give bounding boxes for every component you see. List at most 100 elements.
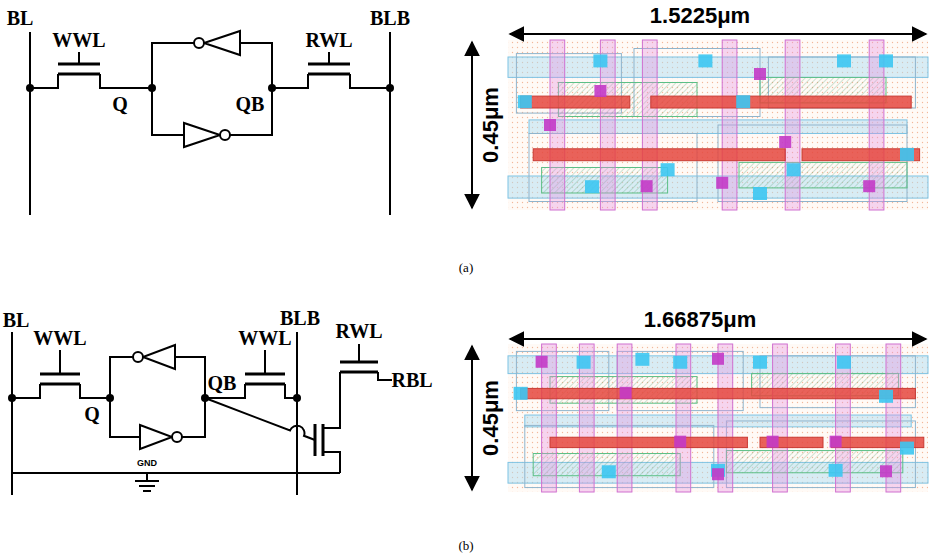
gate-wire (264, 350, 266, 374)
contact (661, 163, 675, 176)
contact (518, 95, 532, 108)
ground-label: GND (137, 458, 157, 468)
poly-bar (533, 149, 785, 161)
gate-wire (78, 52, 80, 64)
gate-wire (358, 344, 360, 362)
bitline-wire (296, 332, 298, 495)
contact (577, 356, 591, 369)
transistor-lead (378, 372, 392, 380)
inverter-symbol (140, 425, 172, 449)
signal-label: BLB (280, 307, 320, 330)
ground-wire (12, 472, 340, 474)
inverter-bubble (133, 352, 143, 362)
contact (900, 442, 914, 455)
poly-bar (521, 388, 916, 398)
contact (837, 54, 851, 67)
poly-bar (550, 437, 747, 447)
junction-dots-a (26, 84, 394, 92)
inverter-bubble (194, 38, 204, 48)
layout-a (508, 40, 928, 210)
signal-label: WWL (52, 29, 105, 52)
transistor-channel (40, 383, 80, 386)
contact (635, 353, 649, 366)
dimension-label: 0.45μm (478, 87, 504, 163)
dimension-arrow (471, 346, 473, 490)
ground-symbol (139, 485, 155, 487)
signal-label: RBL (391, 369, 432, 392)
via (544, 119, 556, 131)
inverter-bubble (172, 432, 182, 442)
signal-label: RWL (305, 29, 352, 52)
transistor-gate (314, 424, 317, 456)
gate-wire (328, 52, 330, 64)
junction-dot (293, 394, 301, 402)
signal-label: RWL (335, 320, 382, 343)
bitline-wire (11, 332, 13, 495)
node-label: Q (84, 403, 100, 426)
poly-bar (802, 149, 920, 161)
contact (673, 356, 687, 369)
via (830, 436, 842, 448)
poly-bar (651, 96, 911, 108)
junction-dot (26, 84, 34, 92)
transistor-channel (340, 371, 378, 374)
via (594, 85, 606, 97)
metal-strip (785, 40, 800, 210)
contact-group (514, 353, 914, 478)
node-label: QB (236, 93, 265, 116)
node-label: QB (208, 372, 237, 395)
transistor-lead (12, 384, 40, 398)
via (620, 387, 632, 399)
inverter-symbol (143, 345, 175, 369)
junction-dot (106, 394, 114, 402)
contact (602, 465, 616, 478)
transistor-lead (30, 74, 58, 88)
layout-ground (508, 344, 928, 492)
poly-bar (521, 96, 630, 108)
ground-symbol (146, 473, 148, 481)
layout-grid (508, 40, 928, 210)
poly-bar-group (521, 96, 920, 161)
subfigure-label: (b) (458, 538, 473, 554)
node-label: Q (112, 93, 128, 116)
signal-label: WWL (238, 327, 291, 350)
metal-strip-group (550, 40, 884, 210)
dimension-label: 0.45μm (478, 380, 504, 456)
well-outline-group (516, 49, 915, 202)
contact (514, 387, 528, 400)
dimension-label: 1.5225μm (650, 3, 750, 29)
via (779, 136, 791, 148)
junction-dot (201, 394, 209, 402)
contact (837, 356, 851, 369)
contact (736, 95, 750, 108)
dimension-arrows (472, 34, 926, 490)
signal-label: WWL (33, 327, 86, 350)
subfigure-label: (a) (459, 260, 473, 276)
contact (753, 356, 767, 369)
signal-label: BL (3, 309, 30, 332)
transistor-lead (80, 384, 110, 398)
transistor-lead (350, 74, 390, 88)
ground-symbol (143, 490, 151, 492)
transistor-channel (308, 73, 350, 76)
inverter-symbol (184, 123, 220, 147)
junction-dot (386, 84, 394, 92)
metal-strip-group (542, 344, 901, 492)
dimension-label: 1.66875μm (644, 307, 757, 333)
layout-grid (508, 344, 928, 492)
via (536, 356, 548, 368)
contact-group (518, 54, 914, 200)
implant-region (726, 451, 902, 473)
transistor-lead (100, 74, 152, 88)
junction-dot (8, 394, 16, 402)
via (716, 177, 728, 189)
ground-symbol (135, 480, 159, 482)
contact (879, 54, 893, 67)
dimension-arrow (510, 33, 926, 35)
via (754, 68, 766, 80)
contact (593, 54, 607, 67)
read-gate-wire (205, 398, 315, 440)
dimension-arrow (471, 42, 473, 208)
via (712, 353, 724, 365)
